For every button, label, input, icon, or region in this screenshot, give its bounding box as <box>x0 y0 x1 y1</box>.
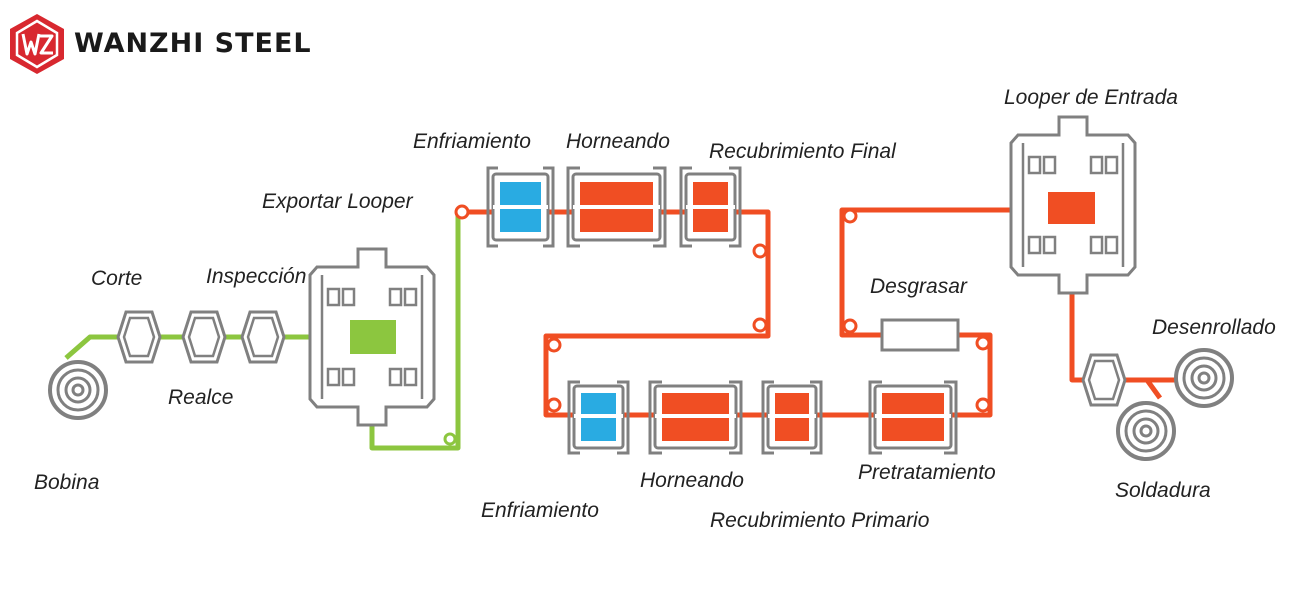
label-desgrasar: Desgrasar <box>870 275 967 298</box>
corte-stand <box>116 310 162 364</box>
bottom-cooling-unit <box>567 380 630 455</box>
entry-looper-carriage <box>1048 192 1095 224</box>
label-recubrimiento-primario: Recubrimiento Primario <box>710 509 930 532</box>
bobina-coil <box>48 360 108 420</box>
top-baking-oven <box>566 166 667 248</box>
realce-stand <box>181 310 227 364</box>
label-soldadura: Soldadura <box>1115 479 1211 502</box>
label-exportar-looper: Exportar Looper <box>262 190 413 213</box>
label-bobina: Bobina <box>34 471 100 494</box>
label-enfriamiento-top: Enfriamiento <box>413 130 531 153</box>
orange-rollers <box>546 208 991 413</box>
pretreatment-unit <box>868 380 958 455</box>
label-horneando-bottom: Horneando <box>640 469 744 492</box>
label-enfriamiento-bottom: Enfriamiento <box>481 499 599 522</box>
label-desenrollado: Desenrollado <box>1152 316 1276 339</box>
inspeccion-stand <box>240 310 286 364</box>
bottom-primer-coater <box>761 380 823 455</box>
desenrollado-coil <box>1174 348 1234 408</box>
exit-looper-carriage <box>350 320 396 354</box>
label-realce: Realce <box>168 386 234 409</box>
label-pretratamiento: Pretratamiento <box>858 461 996 484</box>
label-corte: Corte <box>91 267 143 290</box>
bottom-baking-oven <box>648 380 743 455</box>
label-horneando-top: Horneando <box>566 130 670 153</box>
label-inspeccion: Inspección <box>206 265 307 288</box>
green-roller-bottom <box>443 432 457 446</box>
soldadura-coil <box>1116 401 1176 461</box>
green-roller-top <box>454 204 470 220</box>
top-cooling-unit <box>486 166 555 248</box>
soldadura-stand <box>1081 353 1127 407</box>
brand-logo <box>10 14 64 74</box>
brand-name: WANZHI STEEL <box>74 28 312 59</box>
label-looper-entrada: Looper de Entrada <box>1004 86 1178 109</box>
top-final-coater <box>679 166 742 248</box>
degreasing-tank <box>880 318 960 352</box>
label-recubrimiento-final: Recubrimiento Final <box>709 140 896 163</box>
